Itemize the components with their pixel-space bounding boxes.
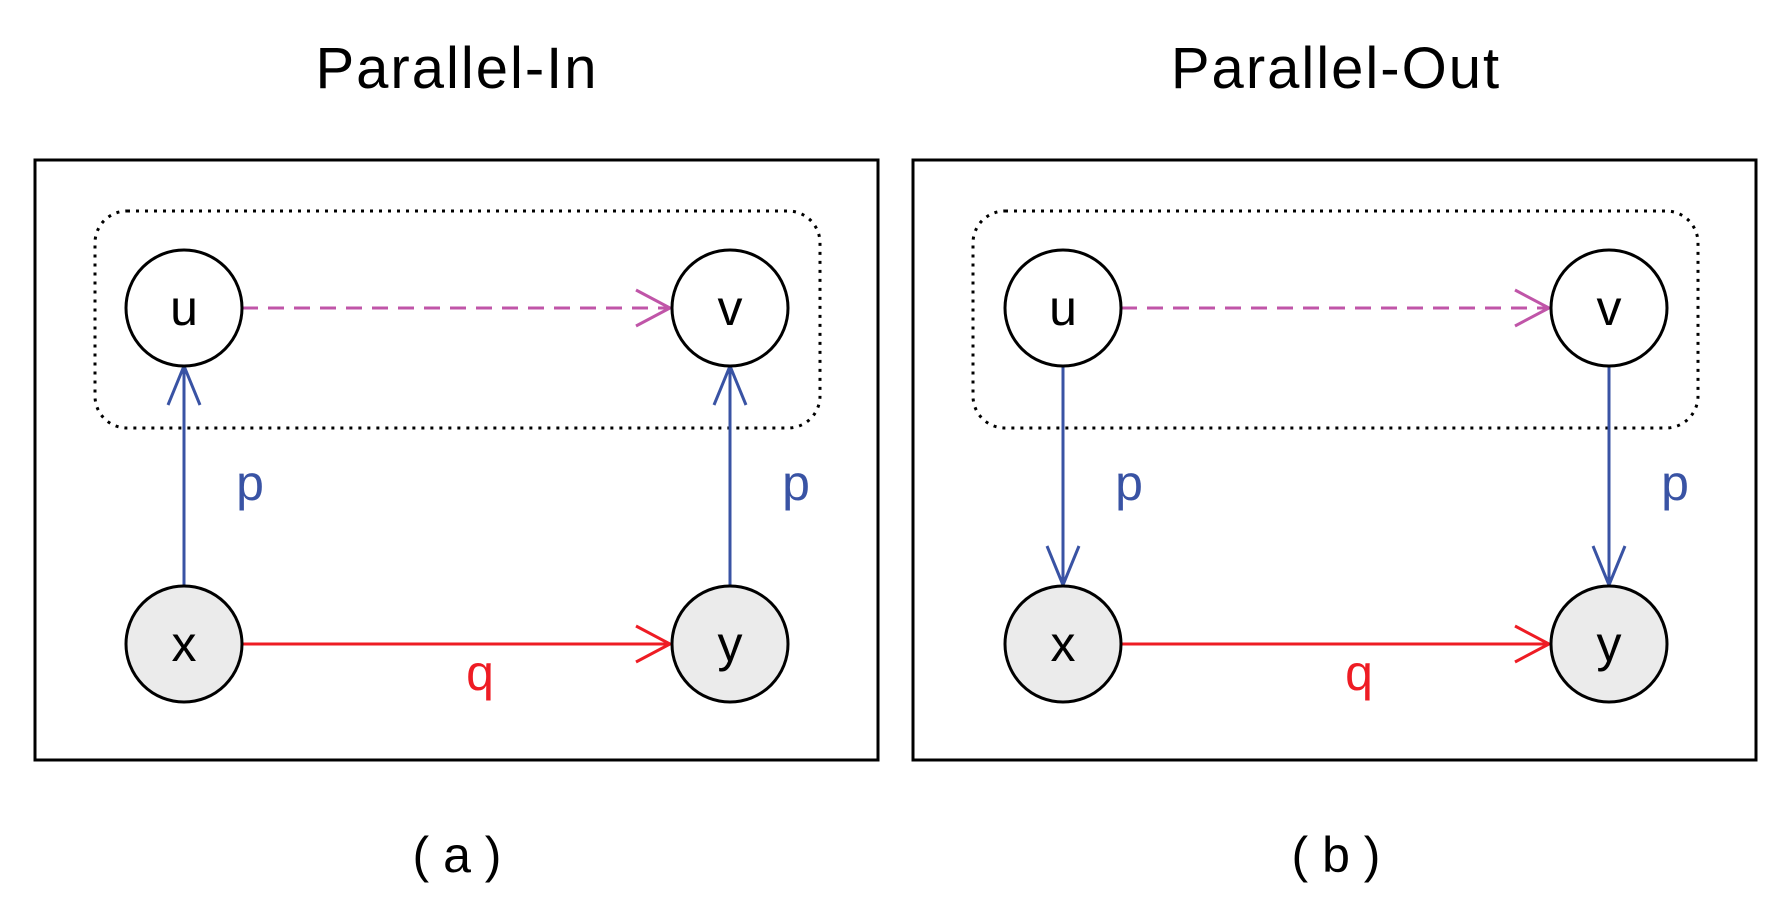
- panel-a-node-u: [124, 248, 244, 368]
- panel-a: Parallel-In u v x y p p q ( a ): [33, 36, 880, 883]
- panel-a-node-x: [124, 584, 244, 704]
- panel-a-label-q: q: [466, 645, 494, 701]
- panel-a-group-outline: [93, 209, 822, 430]
- panel-a-label-p-right: p: [782, 455, 810, 511]
- panel-a-node-v: [670, 248, 790, 368]
- panel-a-node-x-label: x: [172, 616, 197, 672]
- panel-b-node-u-label: u: [1049, 280, 1077, 336]
- panel-b-label-p-left: p: [1115, 455, 1143, 511]
- panel-b-caption: ( b ): [1292, 827, 1381, 883]
- panel-a-node-u-label: u: [170, 280, 198, 336]
- panel-a-arrowhead-x-y: [635, 624, 674, 664]
- panel-b-group-outline: [971, 209, 1700, 430]
- panel-a-node-y-label: y: [718, 616, 743, 672]
- panel-b-node-u: [1003, 248, 1123, 368]
- panel-b-arrowhead-u-v: [1514, 288, 1553, 328]
- panel-b-node-x: [1003, 584, 1123, 704]
- panel-b-node-v-label: v: [1597, 280, 1622, 336]
- panel-b: Parallel-Out u v x y p p q ( b ): [911, 36, 1758, 883]
- panel-a-arrowhead-u-v: [635, 288, 674, 328]
- panel-a-caption: ( a ): [413, 827, 502, 883]
- panel-a-node-y: [670, 584, 790, 704]
- panel-b-node-x-label: x: [1051, 616, 1076, 672]
- panel-b-node-v: [1549, 248, 1669, 368]
- panel-b-frame: [911, 158, 1758, 762]
- panel-b-node-y-label: y: [1597, 616, 1622, 672]
- panel-b-label-q: q: [1345, 645, 1373, 701]
- panel-a-title: Parallel-In: [315, 36, 598, 101]
- panel-a-label-p-left: p: [236, 455, 264, 511]
- panel-b-label-p-right: p: [1661, 455, 1689, 511]
- panel-a-frame: [33, 158, 880, 762]
- panel-a-node-v-label: v: [718, 280, 743, 336]
- panel-b-title: Parallel-Out: [1171, 36, 1501, 101]
- panel-b-node-y: [1549, 584, 1669, 704]
- panel-b-arrowhead-x-y: [1514, 624, 1553, 664]
